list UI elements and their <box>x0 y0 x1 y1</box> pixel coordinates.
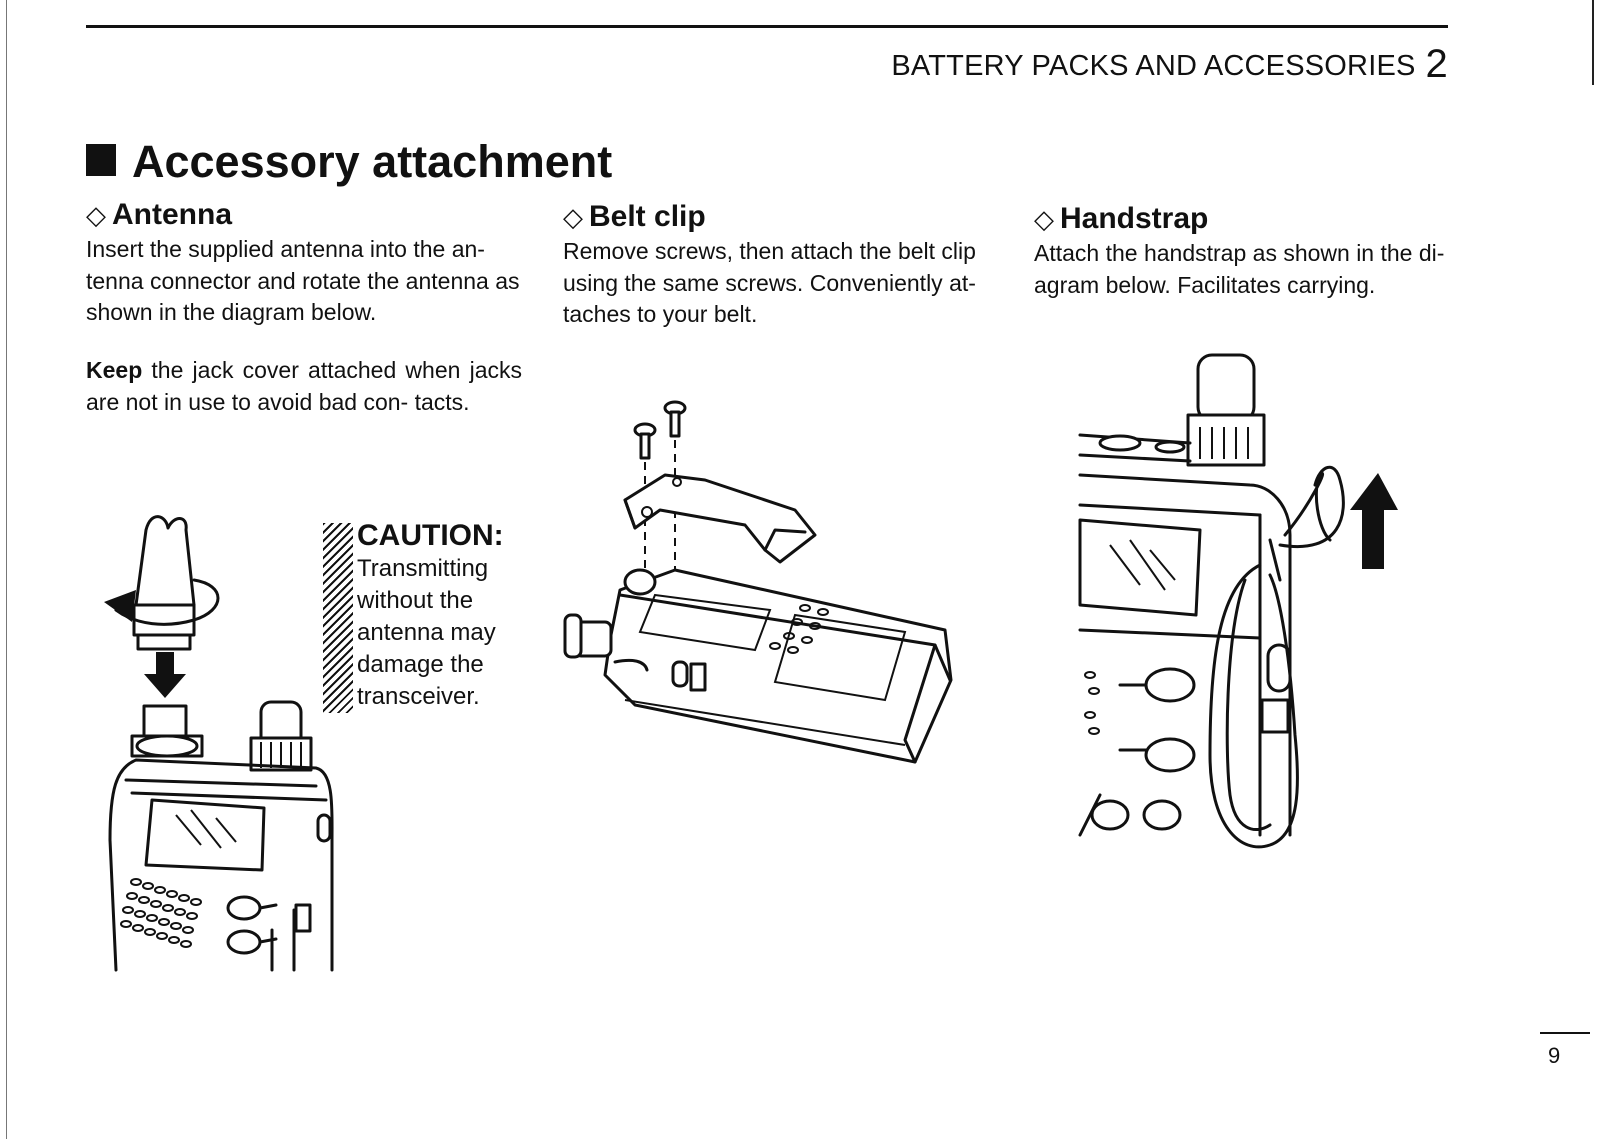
handstrap-heading-text: Handstrap <box>1060 202 1209 235</box>
caution-line: Transmitting <box>357 555 489 582</box>
page-edge-line <box>6 0 7 1139</box>
section-title: BATTERY PACKS AND ACCESSORIES <box>891 50 1416 82</box>
page-title: Accessory attachment <box>86 136 612 188</box>
caution-line: transceiver. <box>357 683 480 710</box>
diamond-icon: ◇ <box>1034 204 1054 234</box>
antenna-heading: ◇Antenna <box>86 198 232 232</box>
belt-clip-heading-text: Belt clip <box>589 200 706 233</box>
page-edge-mark <box>1592 0 1594 85</box>
chapter-number: 2 <box>1425 42 1448 86</box>
keep-bold: Keep <box>86 357 143 383</box>
caution-line: damage the <box>357 651 484 678</box>
belt-clip-text: Remove screws, then attach the belt clip… <box>563 238 976 327</box>
keep-paragraph: Keep the jack cover attached when jacks … <box>86 355 522 418</box>
antenna-heading-text: Antenna <box>112 198 232 231</box>
running-header: BATTERY PACKS AND ACCESSORIES 2 <box>891 42 1448 87</box>
caution-title: CAUTION: <box>357 519 504 552</box>
diamond-icon: ◇ <box>563 202 583 232</box>
square-bullet-icon <box>86 144 116 176</box>
belt-clip-heading: ◇Belt clip <box>563 200 706 234</box>
keep-text: the jack cover attached when jacks are n… <box>86 357 522 415</box>
page-number-rule <box>1540 1032 1590 1034</box>
antenna-text: Insert the supplied antenna into the an-… <box>86 236 520 325</box>
handstrap-heading: ◇Handstrap <box>1034 202 1208 236</box>
page-title-text: Accessory attachment <box>132 136 613 187</box>
antenna-illustration <box>104 515 334 972</box>
handstrap-illustration <box>1078 353 1398 849</box>
caution-line: without the <box>357 587 474 614</box>
handstrap-text: Attach the handstrap as shown in the di-… <box>1034 240 1445 298</box>
caution-line: antenna may <box>357 619 496 646</box>
belt-clip-illustration <box>563 400 953 764</box>
caution-text: Transmitting without the antenna may dam… <box>357 553 537 713</box>
header-rule <box>86 25 1448 28</box>
page-number: 9 <box>1548 1043 1561 1068</box>
diamond-icon: ◇ <box>86 200 106 230</box>
caution-hatch <box>323 523 353 713</box>
